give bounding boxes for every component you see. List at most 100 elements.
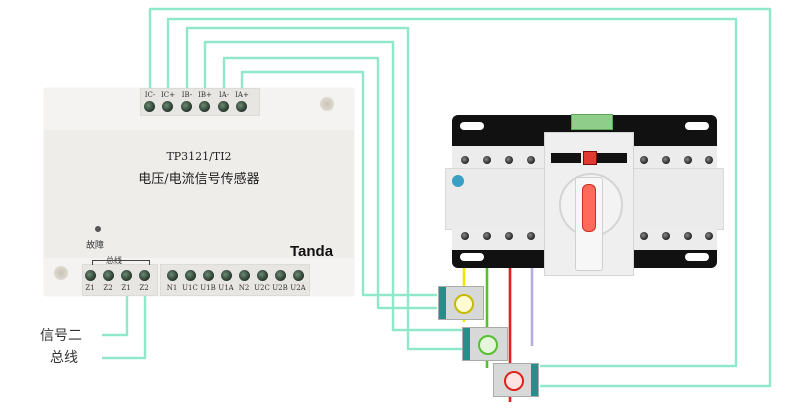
terminal-screw [275, 270, 286, 281]
terminal-screw [505, 232, 513, 240]
terminal-screw [527, 156, 535, 164]
terminal-screw [236, 101, 247, 112]
ct-aperture-icon [454, 294, 474, 314]
ct-terminal-strip [531, 364, 538, 396]
device-name: 电压/电流信号传感器 [138, 172, 260, 187]
terminal-screw [218, 101, 229, 112]
terminal-screw [103, 270, 114, 281]
wire-ic-plus [166, 17, 738, 368]
wire-ib-minus [185, 26, 462, 351]
mount-slot [685, 122, 709, 130]
ats-left-cover [445, 168, 546, 230]
terminal-screw [221, 270, 232, 281]
mode-button[interactable] [583, 151, 597, 165]
terminal-screw [162, 101, 173, 112]
wire-ic-minus [148, 7, 772, 388]
wire-ia-plus [240, 70, 437, 297]
terminal-screw [705, 156, 713, 164]
current-transformer-phase-b [462, 327, 508, 361]
ats-right-cover [632, 168, 724, 230]
current-transformer-phase-c [493, 363, 539, 397]
terminal-screw [199, 101, 210, 112]
ct-aperture-icon [478, 335, 498, 355]
terminal-screw [167, 270, 178, 281]
certification-icon [452, 175, 464, 187]
wire-bus-z2 [102, 293, 147, 360]
terminal-label: U1B [200, 284, 216, 292]
terminal-label: IB+ [198, 91, 212, 99]
terminal-screw [640, 232, 648, 240]
fault-led-icon [95, 226, 101, 232]
terminal-label: Z1 [121, 284, 131, 292]
fault-label: 故障 [86, 241, 105, 251]
bus-bracket [92, 260, 150, 265]
terminal-screw [85, 270, 96, 281]
terminal-screw [640, 156, 648, 164]
terminal-screw [293, 270, 304, 281]
terminal-screw [483, 156, 491, 164]
terminal-screw [461, 232, 469, 240]
ats-bottom-left-terminals [452, 228, 544, 250]
terminal-label: U2B [272, 284, 288, 292]
voltage-terminal-block [160, 264, 310, 296]
model-number: TP3121/TI2 [166, 150, 232, 163]
bus-terminal-block [82, 264, 158, 296]
mount-hole [320, 97, 334, 111]
terminal-screw [185, 270, 196, 281]
terminal-screw [239, 270, 250, 281]
wire-ib-plus [203, 40, 462, 332]
signal-two-label: 信号二 [40, 328, 82, 344]
source-one-indicator [551, 153, 581, 163]
signal-sensor-module: IC- IC+ IB- IB+ IA- IA+ TP3121/TI2 电压/电流… [44, 88, 354, 296]
control-terminal-block [571, 114, 613, 130]
ct-aperture-icon [504, 371, 524, 391]
terminal-label: N1 [166, 284, 178, 292]
mount-slot [460, 122, 484, 130]
wire-ia-minus [222, 56, 437, 310]
terminal-screw [684, 232, 692, 240]
terminal-screw [181, 101, 192, 112]
terminal-screw [527, 232, 535, 240]
terminal-screw [203, 270, 214, 281]
sensor-middle-band [44, 130, 354, 258]
terminal-label: Z2 [103, 284, 113, 292]
terminal-label: U1C [182, 284, 198, 292]
terminal-label: IC- [144, 91, 156, 99]
terminal-screw [662, 156, 670, 164]
terminal-screw [505, 156, 513, 164]
terminal-screw [461, 156, 469, 164]
handle-indicator-icon [582, 184, 596, 232]
terminal-screw [257, 270, 268, 281]
mount-slot [460, 253, 484, 261]
terminal-label: IA+ [235, 91, 249, 99]
terminal-screw [139, 270, 150, 281]
terminal-screw [662, 232, 670, 240]
terminal-label: U2A [290, 284, 306, 292]
mount-slot [685, 253, 709, 261]
wire-bus-z1 [102, 293, 129, 337]
terminal-label: IB- [181, 91, 193, 99]
mount-hole [54, 266, 68, 280]
bus-annotation-label: 总线 [50, 350, 78, 366]
ats-bottom-right-terminals [632, 228, 717, 250]
terminal-label: U1A [218, 284, 234, 292]
brand-logo: Tanda [290, 243, 334, 260]
terminal-label: Z1 [85, 284, 95, 292]
knob-handle[interactable] [575, 177, 603, 271]
terminal-screw [121, 270, 132, 281]
current-transformer-phase-a [438, 286, 484, 320]
terminal-label: Z2 [139, 284, 149, 292]
terminal-label: U2C [254, 284, 270, 292]
terminal-label: IC+ [161, 91, 175, 99]
ct-terminal-strip [439, 287, 446, 319]
terminal-label: N2 [238, 284, 250, 292]
terminal-screw [144, 101, 155, 112]
terminal-screw [483, 232, 491, 240]
terminal-label: IA- [218, 91, 230, 99]
terminal-screw [684, 156, 692, 164]
source-two-indicator [597, 153, 627, 163]
terminal-screw [705, 232, 713, 240]
ct-terminal-strip [463, 328, 470, 360]
ats-operating-panel [544, 132, 634, 276]
